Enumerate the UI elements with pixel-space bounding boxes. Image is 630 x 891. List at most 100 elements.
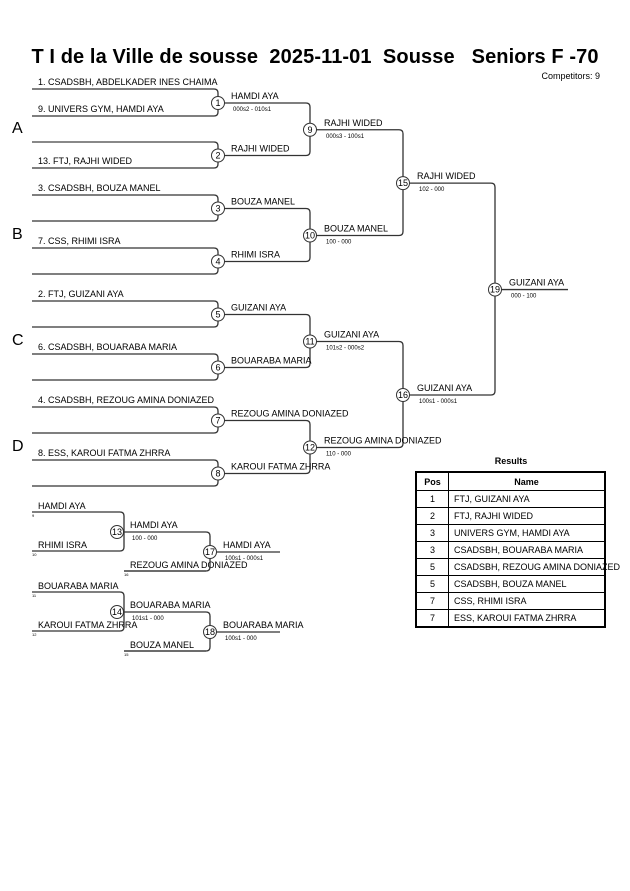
match-circle (211, 96, 225, 110)
bronze-winner: HAMDI AYA (223, 540, 271, 550)
match-winner: REZOUG AMINA DONIAZED (231, 409, 349, 419)
repechage-entry-name: BOUARABA MARIA (38, 581, 119, 591)
results-name: CSADSBH, BOUARABA MARIA (448, 541, 606, 559)
match-winner: RAJHI WIDED (231, 144, 290, 154)
repechage-source-match: 16 (124, 572, 129, 577)
repechage-source-match: 9 (32, 513, 35, 518)
entry-name: 13. FTJ, RAJHI WIDED (38, 156, 133, 166)
results-pos: 5 (415, 575, 449, 593)
match-circle (211, 254, 225, 269)
entry-name: 4. CSADSBH, REZOUG AMINA DONIAZED (38, 395, 215, 405)
match-score: 102 - 000 (419, 187, 445, 193)
match-winner: GUIZANI AYA (231, 303, 286, 313)
match-score: 101s1 - 000 (132, 616, 164, 622)
match-number-19: 19 (490, 285, 500, 295)
match-number-7: 7 (215, 416, 220, 426)
match-circle (211, 360, 225, 375)
competitors-count: Competitors: 9 (541, 71, 600, 81)
match-circle (211, 307, 225, 322)
results-pos: 2 (415, 507, 449, 525)
match-circle (396, 388, 410, 402)
results-header-name: Name (448, 471, 606, 491)
repechage-entry-name: REZOUG AMINA DONIAZED (130, 560, 248, 570)
match-winner: GUIZANI AYA (417, 383, 472, 393)
match-number-2: 2 (215, 151, 220, 161)
final-winner: GUIZANI AYA (509, 278, 564, 288)
results-header-pos: Pos (415, 471, 449, 491)
results-name: FTJ, GUIZANI AYA (448, 490, 606, 508)
final-score: 000 - 100 (511, 294, 537, 300)
pool-label-a: A (12, 120, 23, 137)
bracket-connector (403, 182, 496, 396)
match-number-6: 6 (215, 363, 220, 373)
results-pos: 3 (415, 541, 449, 559)
match-winner: RAJHI WIDED (324, 118, 383, 128)
match-number-1: 1 (215, 98, 220, 108)
match-winner: HAMDI AYA (231, 91, 279, 101)
match-score: 101s2 - 000s2 (326, 346, 365, 352)
match-score: 100s1 - 000 (225, 636, 257, 642)
entry-name: 2. FTJ, GUIZANI AYA (38, 289, 124, 299)
repechage-source-match: 10 (32, 552, 37, 557)
repechage-source-match: 11 (32, 593, 37, 598)
match-number-5: 5 (215, 310, 220, 320)
match-circle (488, 282, 502, 297)
entry-name: 8. ESS, KAROUI FATMA ZHRRA (38, 448, 170, 458)
bracket-connector (310, 340, 404, 449)
repechage-entry-name: HAMDI AYA (38, 501, 86, 511)
repechage-entry-name: BOUZA MANEL (130, 640, 194, 650)
match-score: 110 - 000 (326, 452, 352, 458)
match-circle (211, 148, 225, 163)
repechage-entry-name: RHIMI ISRA (38, 540, 87, 550)
match-winner: HAMDI AYA (130, 520, 178, 530)
repechage-source-match: 12 (32, 632, 37, 637)
match-number-16: 16 (398, 390, 408, 400)
match-number-12: 12 (305, 443, 315, 453)
match-winner: KAROUI FATMA ZHRRA (231, 462, 330, 472)
match-number-15: 15 (398, 178, 408, 188)
match-winner: GUIZANI AYA (324, 330, 379, 340)
match-winner: RAJHI WIDED (417, 171, 476, 181)
results-pos: 7 (415, 592, 449, 610)
match-winner: BOUZA MANEL (324, 224, 388, 234)
match-number-18: 18 (205, 627, 215, 637)
match-winner: BOUARABA MARIA (231, 356, 312, 366)
results-name: CSADSBH, BOUZA MANEL (448, 575, 606, 593)
results-name: ESS, KAROUI FATMA ZHRRA (448, 609, 606, 628)
bracket-connector (310, 129, 404, 237)
match-number-8: 8 (215, 469, 220, 479)
match-circle (303, 334, 317, 349)
results-name: CSS, RHIMI ISRA (448, 592, 606, 610)
page-title: T I de la Ville de sousse 2025-11-01 Sou… (31, 46, 599, 68)
match-number-17: 17 (205, 547, 215, 557)
entry-name: 6. CSADSBH, BOUARABA MARIA (38, 342, 177, 352)
match-winner: REZOUG AMINA DONIAZED (324, 436, 442, 446)
entry-name: 7. CSS, RHIMI ISRA (38, 236, 121, 246)
match-circle (211, 201, 225, 216)
match-circle (303, 440, 317, 455)
pool-label-c: C (12, 332, 24, 349)
match-circle (203, 545, 217, 559)
match-score: 100 - 000 (132, 536, 158, 542)
pool-label-b: B (12, 226, 23, 243)
match-score: 000s3 - 100s1 (326, 134, 365, 140)
match-circle (211, 413, 225, 428)
match-winner: RHIMI ISRA (231, 250, 280, 260)
entry-name: 9. UNIVERS GYM, HAMDI AYA (38, 104, 164, 114)
results-name: UNIVERS GYM, HAMDI AYA (448, 524, 606, 542)
match-circle (110, 605, 124, 619)
results-pos: 7 (415, 609, 449, 628)
entry-name: 1. CSADSBH, ABDELKADER INES CHAIMA (38, 77, 218, 87)
repechage-source-match: 15 (124, 652, 129, 657)
match-circle (110, 525, 124, 539)
results-name: FTJ, RAJHI WIDED (448, 507, 606, 525)
match-circle (211, 466, 225, 481)
match-winner: BOUZA MANEL (231, 197, 295, 207)
match-score: 100s1 - 000s1 (225, 556, 264, 562)
